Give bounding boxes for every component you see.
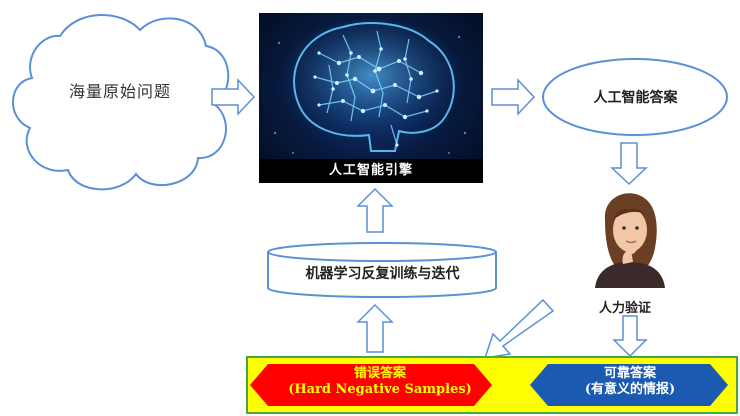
ai-answer-label: 人工智能答案 (593, 90, 678, 106)
human-verification-label: 人力验证 (598, 301, 651, 316)
arrow-human-to-wrong (483, 298, 555, 359)
arrow-human-to-correct (612, 315, 648, 358)
raw-questions-cloud (12, 14, 230, 191)
correct-answer-label: 可靠答案 (有意义的情报) (545, 366, 715, 398)
raw-questions-label: 海量原始问题 (68, 82, 171, 101)
human-verifier-icon (595, 193, 665, 288)
wrong-answer-arrow (250, 364, 492, 406)
wrong-answer-subtitle: (Hard Negative Samples) (288, 382, 472, 397)
ai-engine-caption: 人工智能引擎 (259, 159, 483, 183)
ai-answer-ellipse (542, 58, 728, 136)
wrong-answer-label: 错误答案 (Hard Negative Samples) (270, 366, 490, 398)
outcome-arrows (250, 364, 728, 406)
arrow-answer-to-human (610, 142, 648, 186)
ml-training-label: 机器学习反复训练与迭代 (305, 266, 460, 282)
correct-answer-subtitle: (有意义的情报) (584, 382, 676, 397)
arrow-cloud-to-engine (211, 78, 256, 116)
outcome-bar (246, 356, 738, 414)
arrow-ml-to-engine (356, 187, 394, 233)
correct-answer-title: 可靠答案 (603, 366, 656, 381)
ai-engine-image: 人工智能引擎 (259, 13, 483, 183)
correct-answer-arrow (530, 364, 728, 406)
brain-circuit-icon (273, 19, 467, 154)
ml-cylinder (267, 242, 497, 298)
arrow-engine-to-answer (491, 78, 536, 116)
wrong-answer-title: 错误答案 (353, 366, 406, 381)
arrow-bar-to-ml (356, 303, 394, 353)
